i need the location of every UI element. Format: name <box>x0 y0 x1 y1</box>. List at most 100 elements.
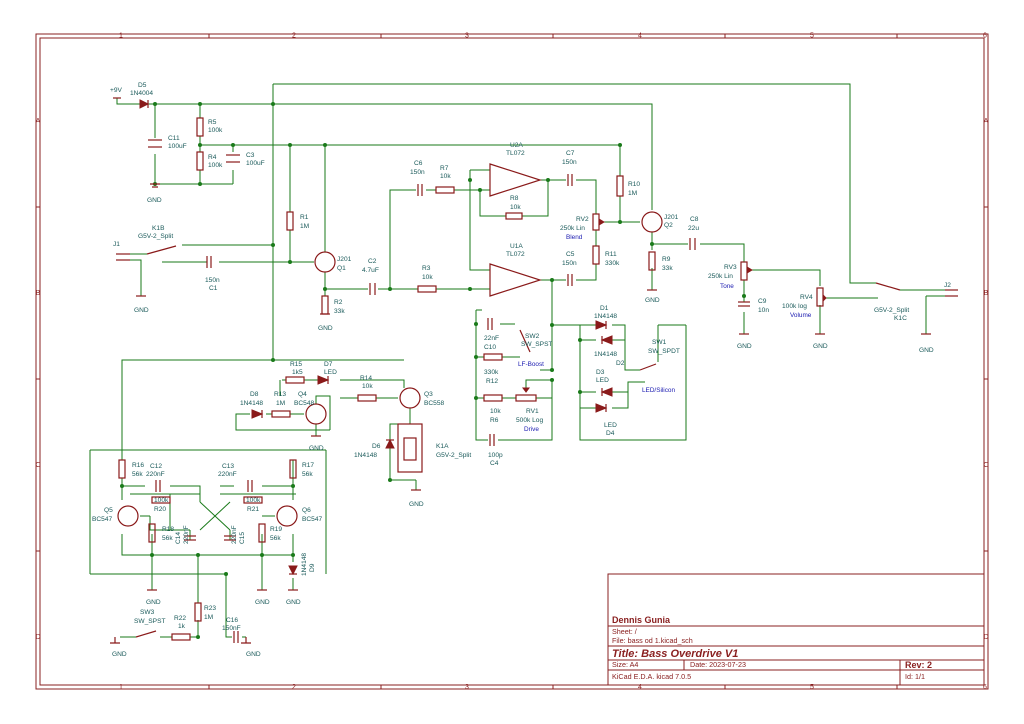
gnd-label-13: GND <box>112 651 127 658</box>
gnd-label-10: GND <box>146 599 161 606</box>
ref-k1a: K1A <box>436 443 449 450</box>
ref-d6: D6 <box>372 443 381 450</box>
title-block-title: Title: Bass Overdrive V1 <box>612 648 738 660</box>
ref-r5: R5 <box>208 119 217 126</box>
val-r18: 56k <box>162 535 173 542</box>
ref-d1: D1 <box>600 305 609 312</box>
ref-c4: C4 <box>490 460 499 467</box>
ref-j1: J1 <box>113 241 120 248</box>
ref-u1a: U1A <box>510 243 523 250</box>
title-block-rev: Rev: 2 <box>905 660 932 670</box>
val-c10: 22nF <box>484 335 499 342</box>
ref-c9: C9 <box>758 298 767 305</box>
ref-r4: R4 <box>208 154 217 161</box>
ref-r15: R15 <box>290 361 302 368</box>
val-q4: BC548 <box>294 400 314 407</box>
grid-col-4: 4 <box>638 33 642 40</box>
label-blend: Blend <box>566 234 583 241</box>
val-r2: 33k <box>334 308 345 315</box>
grid-col-3-bottom: 3 <box>465 684 469 691</box>
val-u1a: TL072 <box>506 251 525 258</box>
ref-rv2: RV2 <box>576 216 589 223</box>
gnd-label-12: GND <box>286 599 301 606</box>
val-r6: 10k <box>490 408 501 415</box>
ref-u2a: U2A <box>510 142 523 149</box>
ref-rv3: RV3 <box>724 264 737 271</box>
grid-row-d-right: D <box>983 634 988 641</box>
val-d6: 1N4148 <box>354 452 377 459</box>
label-drive: Drive <box>524 426 539 433</box>
grid-row-c-right: C <box>983 462 988 469</box>
ref-c11: C11 <box>168 135 180 142</box>
ref-r18: R18 <box>162 526 174 533</box>
ref-sw1: SW1 <box>652 339 667 346</box>
val-d1: 1N4148 <box>594 313 617 320</box>
junctions <box>120 102 746 639</box>
ref-r19: R19 <box>270 526 282 533</box>
ref-c2: C2 <box>368 258 377 265</box>
ref-sw3: SW3 <box>140 609 155 616</box>
val-sw2: SW_SPST <box>521 341 553 348</box>
val-d7: LED <box>324 369 337 376</box>
ref-j2: J2 <box>944 282 951 289</box>
val-q6: BC547 <box>302 516 322 523</box>
val-c2: 4.7uF <box>362 267 379 274</box>
val-sw1: SW_SPDT <box>648 348 680 355</box>
grid-col-6: 6 <box>983 33 987 40</box>
ref-r23: R23 <box>204 605 216 612</box>
grid-row-a: A <box>36 118 41 125</box>
ref-d2: D2 <box>616 360 625 367</box>
val-d8: 1N4148 <box>240 400 263 407</box>
ref-c14: C14 <box>175 532 182 544</box>
ref-r1: R1 <box>300 214 309 221</box>
val-r17: 56k <box>302 471 313 478</box>
val-c11: 100uF <box>168 143 187 150</box>
grid-col-3: 3 <box>465 33 469 40</box>
label-led-silicon: LED/Silicon <box>642 387 675 394</box>
val-r22: 1k <box>178 623 186 630</box>
val-c5: 150n <box>562 260 577 267</box>
wires <box>89 83 945 638</box>
ref-q6: Q6 <box>302 507 311 514</box>
ref-r13: R13 <box>274 391 286 398</box>
ref-r8: R8 <box>510 195 519 202</box>
grid-col-2: 2 <box>292 33 296 40</box>
ref-r16: R16 <box>132 462 144 469</box>
grid-row-c: C <box>35 462 40 469</box>
gnd-label-3: GND <box>318 325 333 332</box>
title-block-tool: KiCad E.D.A. kicad 7.0.5 <box>612 672 691 681</box>
gnd-label-8: GND <box>309 445 324 452</box>
val-c4: 100p <box>488 452 503 459</box>
val-r7: 10k <box>440 173 451 180</box>
title-block-date: Date: 2023-07-23 <box>690 660 746 669</box>
ref-c15: C15 <box>239 532 246 544</box>
val-d2: 1N4148 <box>594 351 617 358</box>
ref-q2: Q2 <box>664 222 673 229</box>
grid-col-2-bottom: 2 <box>292 684 296 691</box>
ref-d9: D9 <box>309 563 316 572</box>
ref-c16: C16 <box>226 617 238 624</box>
val-c15: 220nF <box>231 525 238 544</box>
ref-r2: R2 <box>334 299 343 306</box>
val-r4: 100k <box>208 162 223 169</box>
val-r11: 330k <box>605 260 620 267</box>
ref-k1b: K1B <box>152 225 165 232</box>
grid-col-5: 5 <box>810 33 814 40</box>
val-r3: 10k <box>422 274 433 281</box>
val-c9: 10n <box>758 307 769 314</box>
gnd-label-5: GND <box>737 343 752 350</box>
grid-col-5-bottom: 5 <box>810 684 814 691</box>
ref-q4: Q4 <box>298 391 307 398</box>
val-sw3: SW_SPST <box>134 618 166 625</box>
val-r9: 33k <box>662 265 673 272</box>
grid-labels: 1 2 3 4 5 6 1 2 3 4 5 6 A B C D A B C D <box>35 33 988 692</box>
val-r23: 1M <box>204 614 213 621</box>
val-r20: 100k <box>154 497 169 504</box>
val-rv2: 250k Lin <box>560 225 585 232</box>
ref-q1: Q1 <box>337 265 346 272</box>
ref-c6: C6 <box>414 160 423 167</box>
grid-row-b: B <box>36 290 41 297</box>
val-r1: 1M <box>300 223 309 230</box>
val-r15: 1k5 <box>292 369 303 376</box>
label-tone: Tone <box>720 283 734 290</box>
